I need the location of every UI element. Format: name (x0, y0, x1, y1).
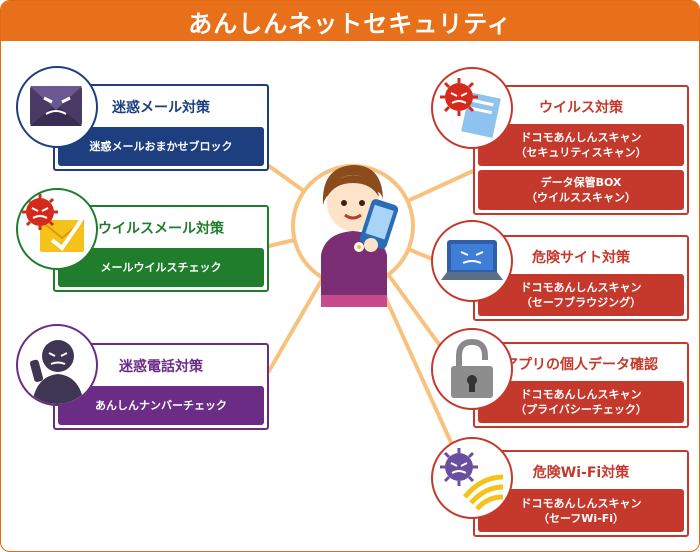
virus-wifi-icon (431, 437, 513, 519)
virus-mail-icon (16, 188, 98, 270)
button-label: あんしんナンバーチェック (95, 399, 227, 412)
service-button-mail-virus-check[interactable]: メールウイルスチェック (58, 248, 264, 287)
button-sublabel: （セーフブラウジング） (520, 296, 642, 309)
spam-mail-icon (16, 66, 98, 148)
button-sublabel: （セキュリティスキャン） (515, 146, 647, 159)
service-button-safe-browsing[interactable]: ドコモあんしんスキャン （セーフブラウジング） (478, 274, 684, 316)
button-label: ドコモあんしんスキャン (520, 281, 642, 294)
button-sublabel: （ウイルススキャン） (526, 191, 636, 204)
button-label: 迷惑メールおまかせブロック (89, 140, 233, 153)
service-button-privacy-check[interactable]: ドコモあんしんスキャン （プライバシーチェック） (478, 381, 684, 423)
card-title: 迷惑電話対策 (119, 359, 203, 375)
button-sublabel: （プライバシーチェック） (515, 403, 647, 416)
page-title: あんしんネットセキュリティ (1, 1, 699, 41)
card-title: アプリの個人データ確認 (504, 357, 658, 373)
service-button-safe-wifi[interactable]: ドコモあんしんスキャン （セーフWi-Fi） (478, 489, 684, 532)
virus-laptop-icon (431, 220, 513, 302)
button-label: ドコモあんしんスキャン (520, 388, 642, 401)
card-title: ウイルス対策 (539, 100, 623, 116)
card-app-privacy: アプリの個人データ確認 ドコモあんしんスキャン （プライバシーチェック） (473, 342, 689, 428)
card-title: 危険Wi-Fi対策 (532, 465, 630, 481)
button-label: メールウイルスチェック (100, 261, 222, 274)
service-button-data-box[interactable]: データ保管BOX （ウイルススキャン） (478, 170, 684, 210)
card-title: 危険サイト対策 (532, 250, 630, 266)
card-title: 迷惑メール対策 (112, 100, 210, 116)
user-with-smartphone-icon (321, 165, 399, 307)
button-sublabel: （セーフWi-Fi） (537, 511, 625, 525)
service-button-spam-mail-block[interactable]: 迷惑メールおまかせブロック (58, 127, 264, 166)
service-button-security-scan[interactable]: ドコモあんしんスキャン （セキュリティスキャン） (478, 124, 684, 166)
virus-document-icon (431, 67, 513, 149)
card-title: ウイルスメール対策 (98, 221, 224, 237)
button-label: ドコモあんしんスキャン (520, 496, 642, 510)
service-button-number-check[interactable]: あんしんナンバーチェック (58, 386, 264, 425)
padlock-icon (431, 328, 513, 410)
button-label: ドコモあんしんスキャン (520, 131, 642, 144)
spam-caller-icon (16, 324, 98, 406)
button-label: データ保管BOX (540, 176, 622, 189)
